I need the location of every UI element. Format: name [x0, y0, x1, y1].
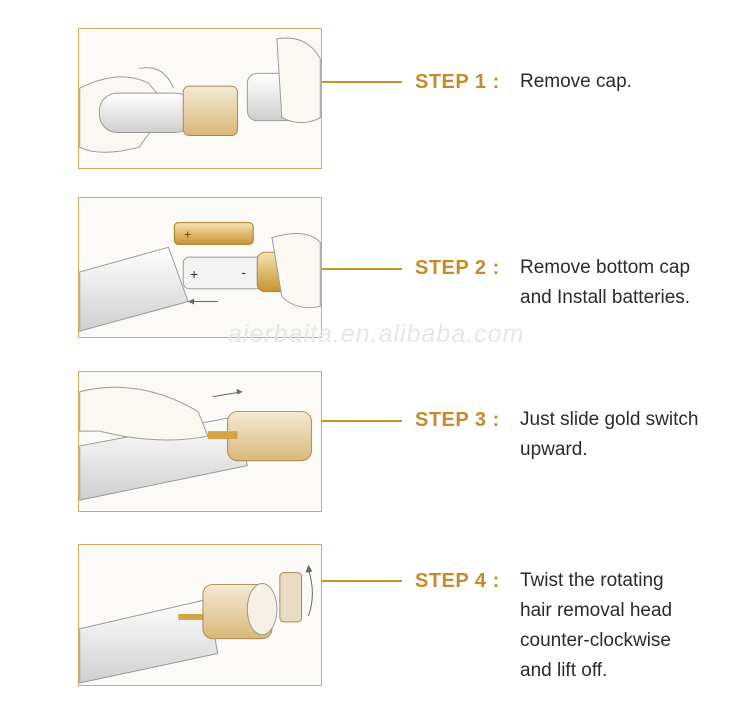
battery-slot-minus-mark: - [241, 265, 246, 280]
step-4-label: STEP 4 : [415, 570, 500, 592]
slide-switch-illustration [79, 386, 312, 501]
step-2-illustration-panel: + + - [78, 197, 322, 338]
step-1-label: STEP 1 : [415, 71, 500, 93]
step-3-connector [322, 420, 402, 422]
step-2-text: Remove bottom cap and Install batteries. [520, 257, 691, 308]
step-3-label: STEP 3 : [415, 409, 500, 431]
step-2-connector [322, 268, 402, 270]
battery-icon [173, 222, 254, 245]
remove-cap-illustration [79, 37, 321, 153]
step-1-text: Remove cap. [520, 71, 632, 92]
step-4-connector [322, 580, 402, 582]
battery-slot-plus-mark: + [190, 267, 198, 282]
twist-head-illustration [79, 564, 313, 684]
step-1-illustration-panel [78, 28, 322, 169]
step-2-label: STEP 2 : [415, 257, 500, 279]
install-batteries-illustration: + + - [79, 222, 321, 332]
step-3-text: Just slide gold switch upward. [520, 409, 699, 460]
step-1-connector [322, 81, 402, 83]
step-4-text: Twist the rotating hair removal head cou… [520, 570, 673, 681]
step-3-illustration-panel [78, 371, 322, 512]
step-4-illustration-panel [78, 544, 322, 686]
watermark: aierbaita.en.alibaba.com [228, 320, 525, 348]
battery-plus-mark: + [184, 227, 191, 241]
